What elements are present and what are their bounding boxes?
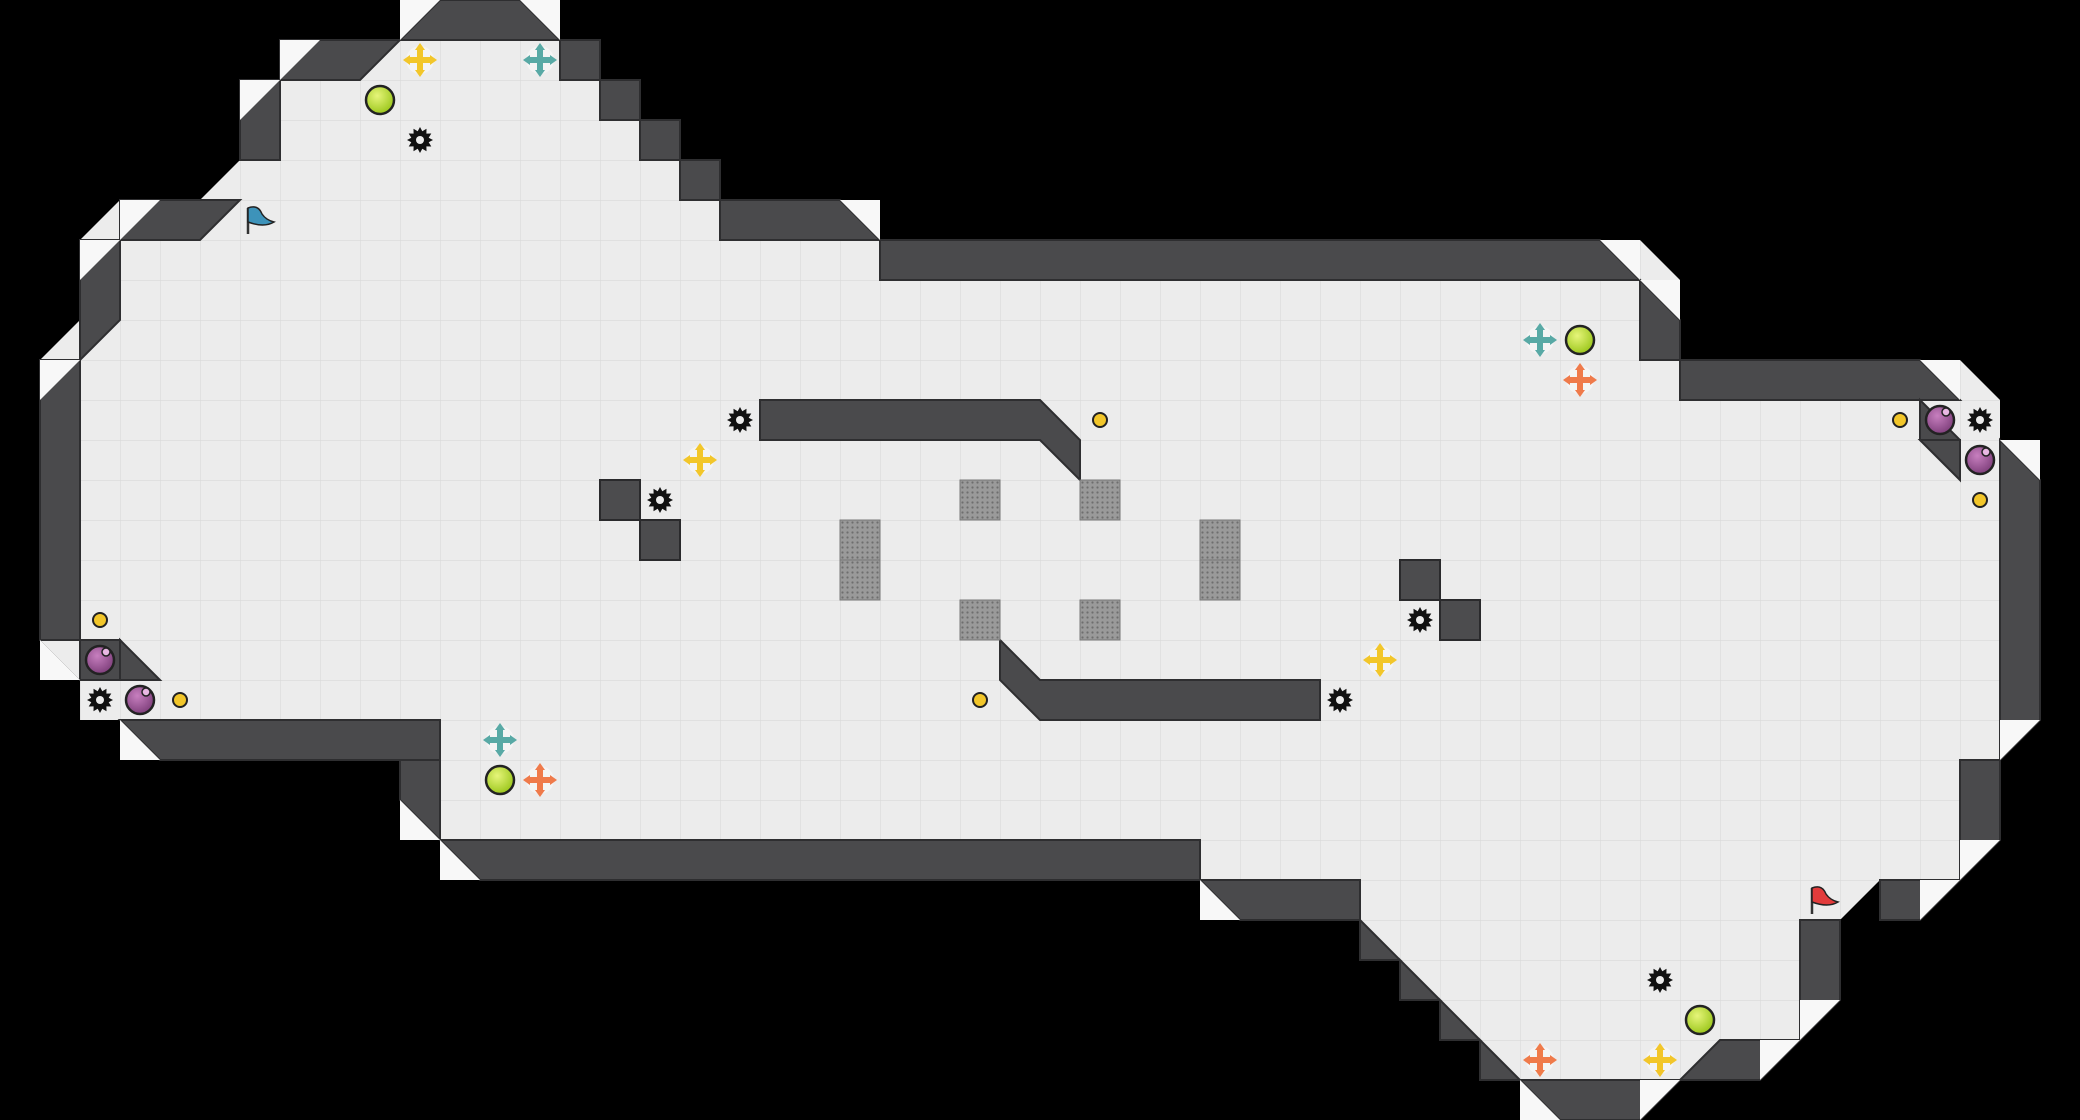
grate-tile-icon (959, 599, 1001, 641)
grate-tile-icon (959, 479, 1001, 521)
mine-icon (1647, 967, 1673, 993)
drone-icon (84, 644, 116, 676)
solid-block-icon (1439, 599, 1481, 641)
mine-icon (407, 127, 433, 153)
launch-pad-icon (403, 43, 437, 77)
wall-highlights (40, 0, 2040, 1120)
switch-orb-icon (484, 764, 516, 796)
drone-icon (1924, 404, 1956, 436)
grate-tile-icon (1199, 519, 1241, 561)
solid-block-icon (639, 519, 681, 561)
coin-icon (1092, 412, 1108, 428)
launch-pad-icon (483, 723, 517, 757)
launch-pad-icon (683, 443, 717, 477)
launch-pad-icon (1563, 363, 1597, 397)
launch-pad-icon (1643, 1043, 1677, 1077)
floor-region (40, 0, 2040, 1120)
metal-grates (839, 479, 1241, 641)
launch-pad-icon (1523, 323, 1557, 357)
entities-layer (84, 43, 1996, 1077)
coin-icon (172, 692, 188, 708)
start-flag-icon (246, 206, 276, 234)
switch-orb-icon (1684, 1004, 1716, 1036)
grate-tile-icon (1079, 479, 1121, 521)
grate-tile-icon (839, 519, 881, 561)
mine-icon (1967, 407, 1993, 433)
coin-icon (972, 692, 988, 708)
launch-pad-icon (1523, 1043, 1557, 1077)
mine-icon (87, 687, 113, 713)
grate-tile-icon (839, 559, 881, 601)
coin-icon (92, 612, 108, 628)
solid-block-icon (1399, 559, 1441, 601)
solid-block-icon (599, 479, 641, 521)
grate-tile-icon (1079, 599, 1121, 641)
mine-icon (1407, 607, 1433, 633)
goal-flag-icon (1810, 886, 1840, 914)
mine-icon (727, 407, 753, 433)
drone-icon (124, 684, 156, 716)
drone-icon (1964, 444, 1996, 476)
coin-icon (1892, 412, 1908, 428)
coin-icon (1972, 492, 1988, 508)
mine-icon (647, 487, 673, 513)
grate-tile-icon (1199, 559, 1241, 601)
launch-pad-icon (1363, 643, 1397, 677)
switch-orb-icon (364, 84, 396, 116)
mine-icon (1327, 687, 1353, 713)
switch-orb-icon (1564, 324, 1596, 356)
launch-pad-icon (523, 763, 557, 797)
launch-pad-icon (523, 43, 557, 77)
solid-blocks (599, 479, 1481, 641)
